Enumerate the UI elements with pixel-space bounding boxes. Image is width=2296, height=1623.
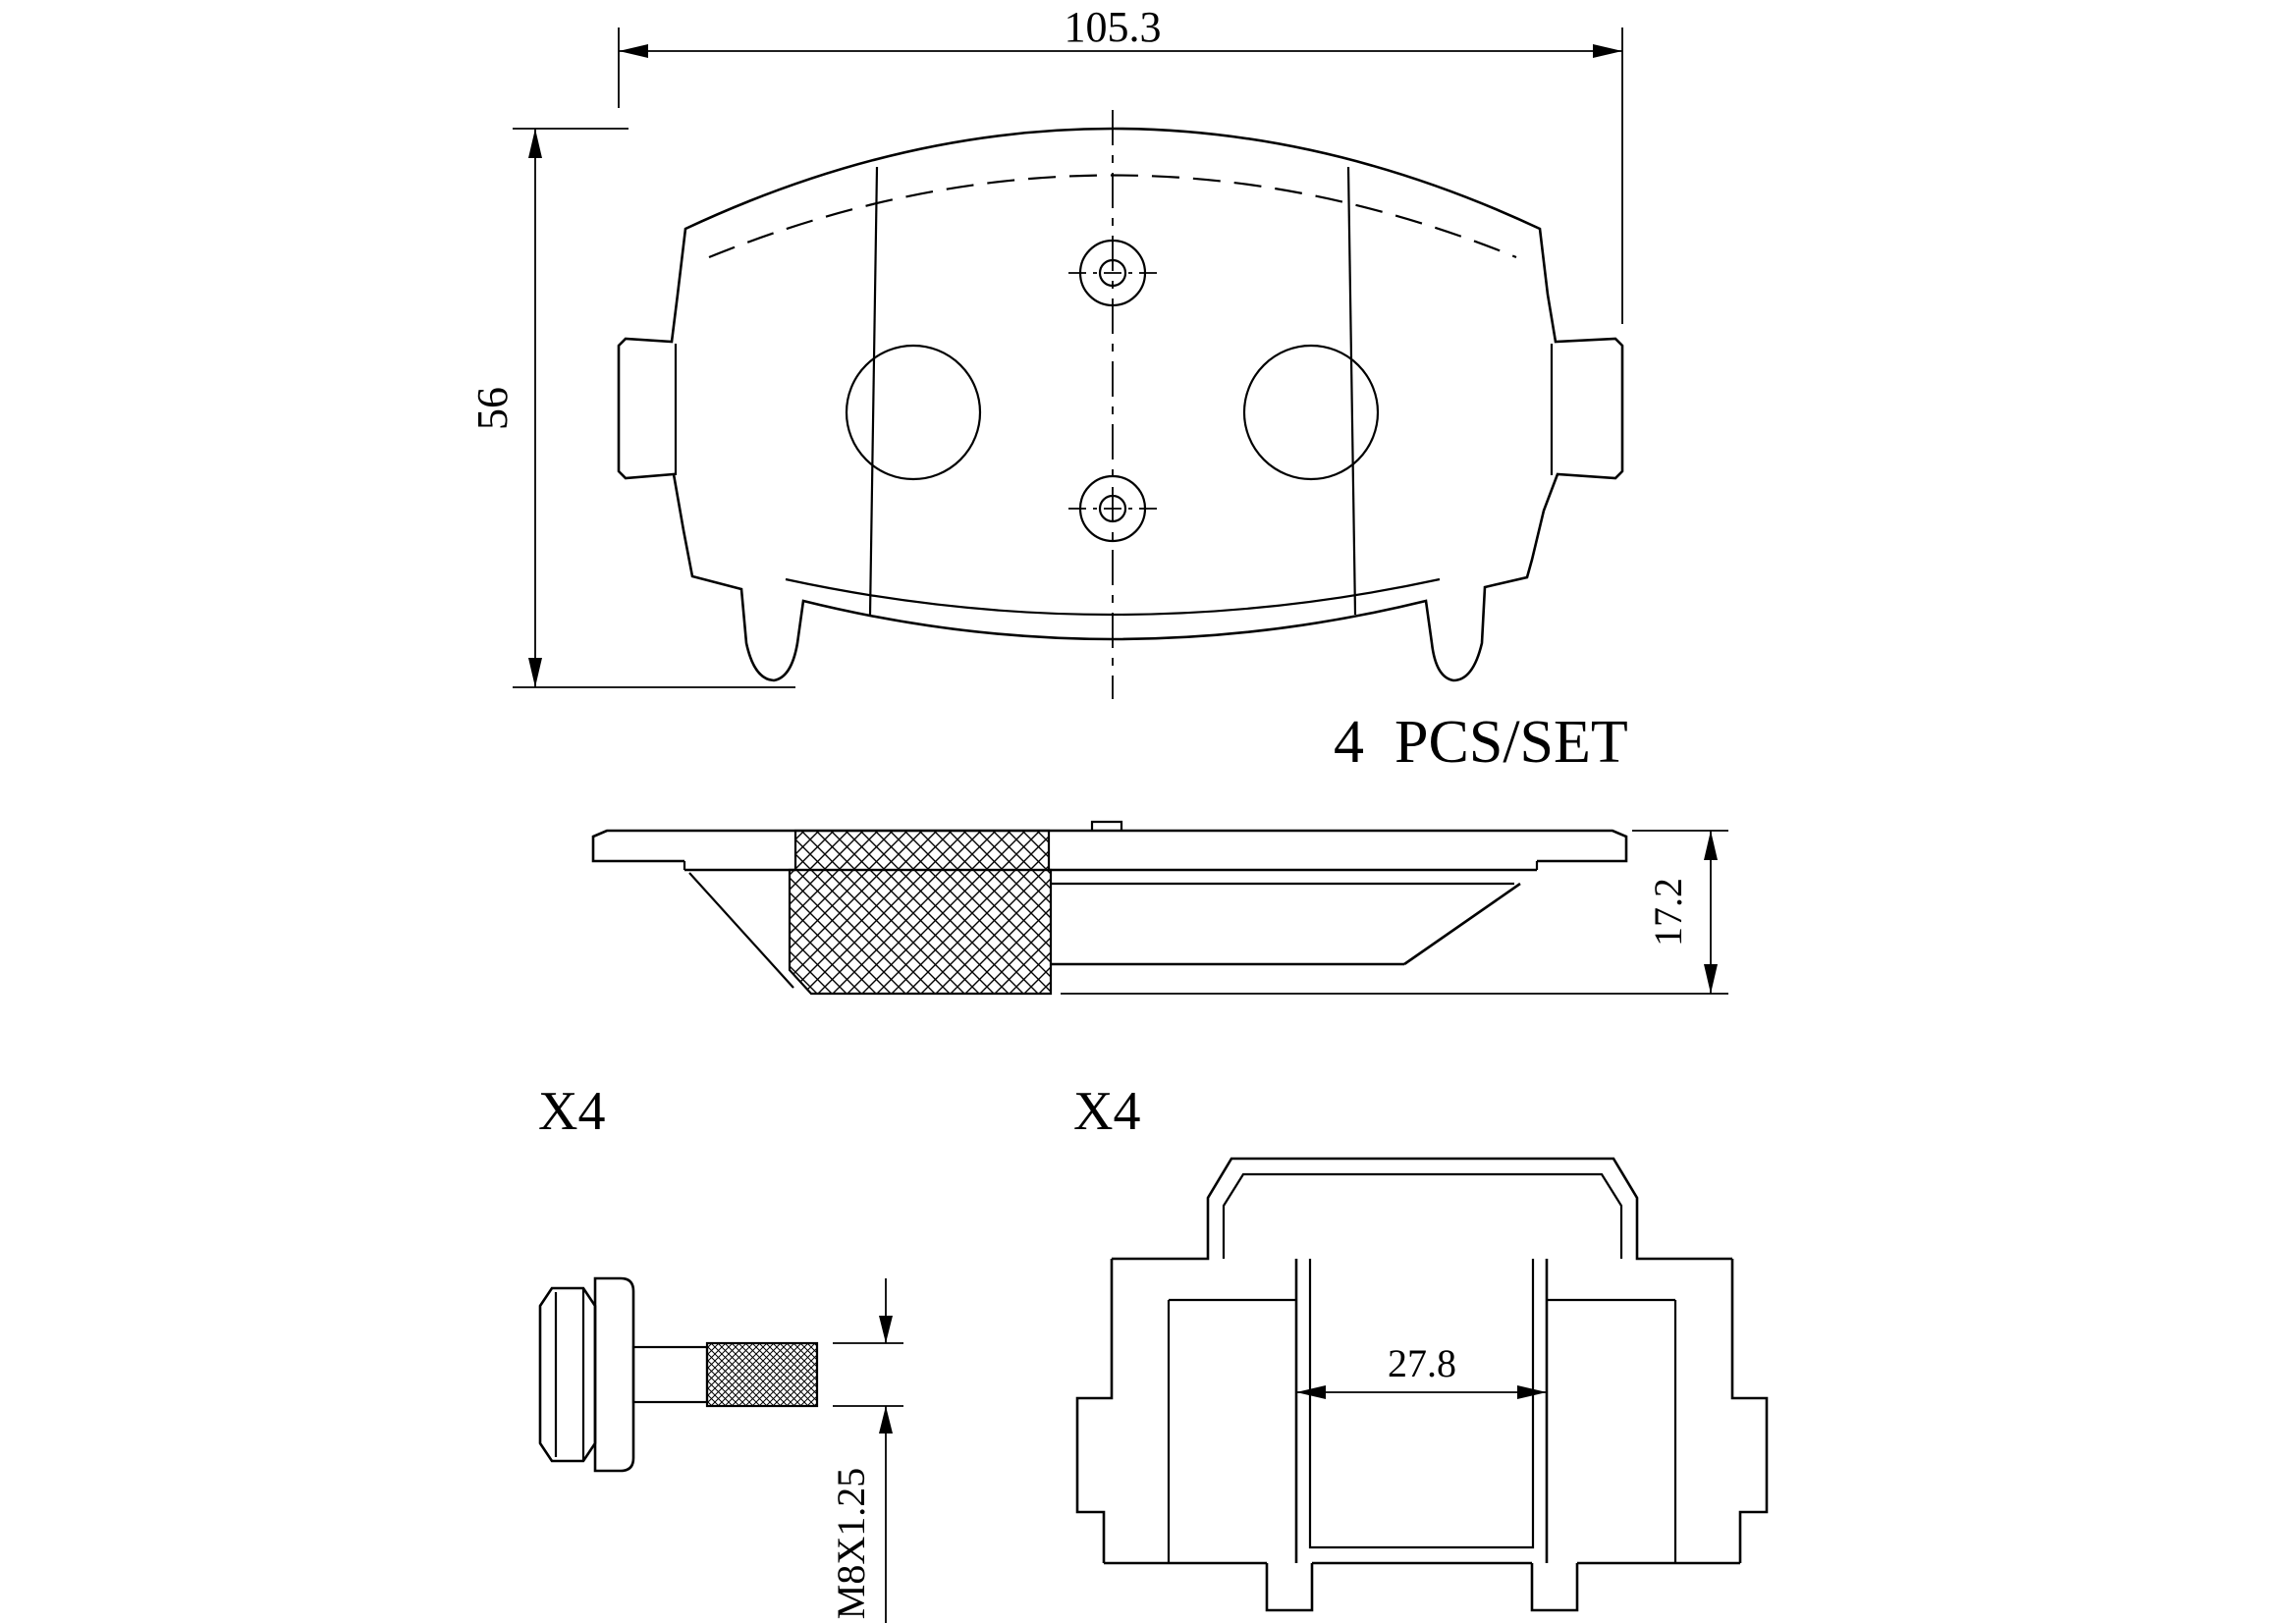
rivet-hole-top-inner [1098,258,1127,288]
bolt-flange [593,1276,635,1473]
clip-view [1075,1157,1769,1612]
dim-bolt-thread: M8X1.25 [829,1278,903,1623]
friction-chamfer-right [1403,882,1521,966]
pad-thickness-dimension-label: 17.2 [1646,878,1690,947]
rivet-hole-bottom-inner [1098,494,1127,523]
bolt-thread-section [705,1341,819,1408]
side-lug-right [1537,829,1628,863]
side-lug-left [591,829,684,863]
friction-chamfer-left [688,872,794,989]
pad-outline [617,127,1624,682]
bolt-quantity-label: X4 [538,1081,605,1142]
pad-height-dimension-label: 56 [468,387,517,430]
side-view [591,820,1628,996]
bolt-view [538,1276,819,1473]
dim-clip-opening: 27.8 [1296,1341,1547,1399]
dim-pad-height: 56 [468,128,795,688]
bolt-hex-head [538,1286,597,1463]
wear-indicator-tab [1090,820,1123,831]
division-line-right [1346,166,1357,616]
pad-width-dimension-label: 105.3 [1065,3,1162,51]
guide-hole-right [1242,344,1380,481]
plate-section-hatch [793,829,1051,872]
clip-arm-left [1075,1259,1114,1563]
clip-quantity-label: X4 [1073,1081,1140,1142]
clip-bottom-tab-right [1530,1563,1579,1612]
dim-pad-width: 105.3 [618,3,1623,324]
bolt-thread-dimension-label: M8X1.25 [829,1468,873,1619]
clip-opening-dimension-label: 27.8 [1388,1341,1456,1385]
clip-hump-inner-line [1222,1172,1623,1259]
set-quantity-label: 4 PCS/SET [1334,709,1628,776]
bolt-shaft [631,1345,709,1404]
front-view [617,110,1624,699]
clip-bottom-tab-left [1265,1563,1314,1612]
guide-hole-left [845,344,982,481]
clip-arm-right [1730,1259,1769,1563]
dim-pad-thickness: 17.2 [1061,830,1728,995]
clip-top-profile [1112,1157,1732,1261]
clip-slot-inner-line [1308,1259,1535,1549]
friction-section-hatch [788,868,1053,996]
division-line-left [868,166,879,616]
